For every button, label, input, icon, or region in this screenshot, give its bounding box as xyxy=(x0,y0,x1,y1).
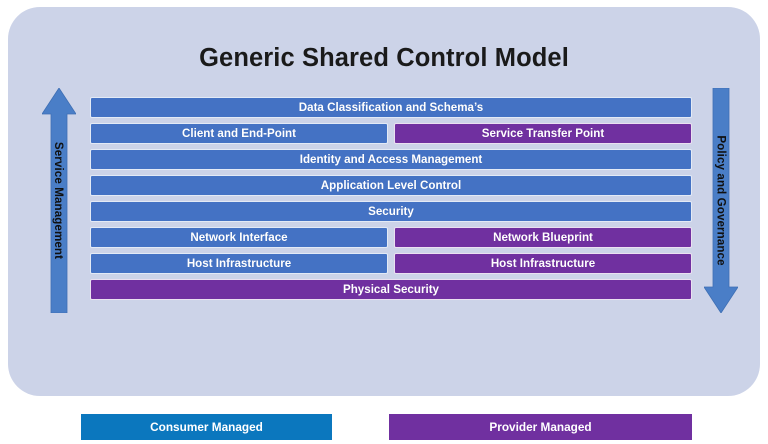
layer-cell-security[interactable]: Security xyxy=(90,201,692,222)
layer-cell-network-blueprint[interactable]: Network Blueprint xyxy=(394,227,692,248)
layer-cell-label: Security xyxy=(368,204,414,218)
layer-cell-label: Client and End-Point xyxy=(182,126,296,140)
service-management-arrow: Service Management xyxy=(42,88,76,313)
layer-cell-label: Service Transfer Point xyxy=(481,126,605,140)
layer-cell-network-interface[interactable]: Network Interface xyxy=(90,227,388,248)
layer-row: Application Level Control xyxy=(90,175,692,196)
page-title: Generic Shared Control Model xyxy=(199,44,569,72)
layer-stack: Data Classification and Schema’s Client … xyxy=(90,97,692,305)
layer-cell-service-transfer-point[interactable]: Service Transfer Point xyxy=(394,123,692,144)
layer-cell-label: Host Infrastructure xyxy=(186,256,292,270)
layer-row: Identity and Access Management xyxy=(90,149,692,170)
layer-cell-client-and-end-point[interactable]: Client and End-Point xyxy=(90,123,388,144)
legend-label: Consumer Managed xyxy=(150,420,263,434)
layer-cell-label: Network Blueprint xyxy=(493,230,593,244)
layer-cell-label: Physical Security xyxy=(342,282,440,296)
layer-cell-label: Network Interface xyxy=(190,230,288,244)
arrow-down-icon xyxy=(704,88,738,313)
layer-row: Client and End-Point Service Transfer Po… xyxy=(90,123,692,144)
layer-row: Host Infrastructure Host Infrastructure xyxy=(90,253,692,274)
arrow-up-icon xyxy=(42,88,76,313)
policy-governance-arrow: Policy and Governance xyxy=(704,88,738,313)
legend-item-consumer-managed[interactable]: Consumer Managed xyxy=(81,414,332,440)
layer-row: Network Interface Network Blueprint xyxy=(90,227,692,248)
layer-row: Security xyxy=(90,201,692,222)
legend-label: Provider Managed xyxy=(489,420,592,434)
layer-cell-host-infrastructure-consumer[interactable]: Host Infrastructure xyxy=(90,253,388,274)
layer-cell-label: Application Level Control xyxy=(320,178,462,192)
layer-cell-application-level-control[interactable]: Application Level Control xyxy=(90,175,692,196)
layer-cell-label: Host Infrastructure xyxy=(490,256,596,270)
layer-cell-physical-security[interactable]: Physical Security xyxy=(90,279,692,300)
layer-cell-host-infrastructure-provider[interactable]: Host Infrastructure xyxy=(394,253,692,274)
layer-row: Physical Security xyxy=(90,279,692,300)
layer-row: Data Classification and Schema’s xyxy=(90,97,692,118)
layer-cell-label: Identity and Access Management xyxy=(299,152,483,166)
legend: Consumer Managed Provider Managed xyxy=(0,414,768,440)
layer-cell-identity-and-access-management[interactable]: Identity and Access Management xyxy=(90,149,692,170)
legend-item-provider-managed[interactable]: Provider Managed xyxy=(389,414,692,440)
layer-cell-data-classification[interactable]: Data Classification and Schema’s xyxy=(90,97,692,118)
layer-cell-label: Data Classification and Schema’s xyxy=(298,100,484,114)
